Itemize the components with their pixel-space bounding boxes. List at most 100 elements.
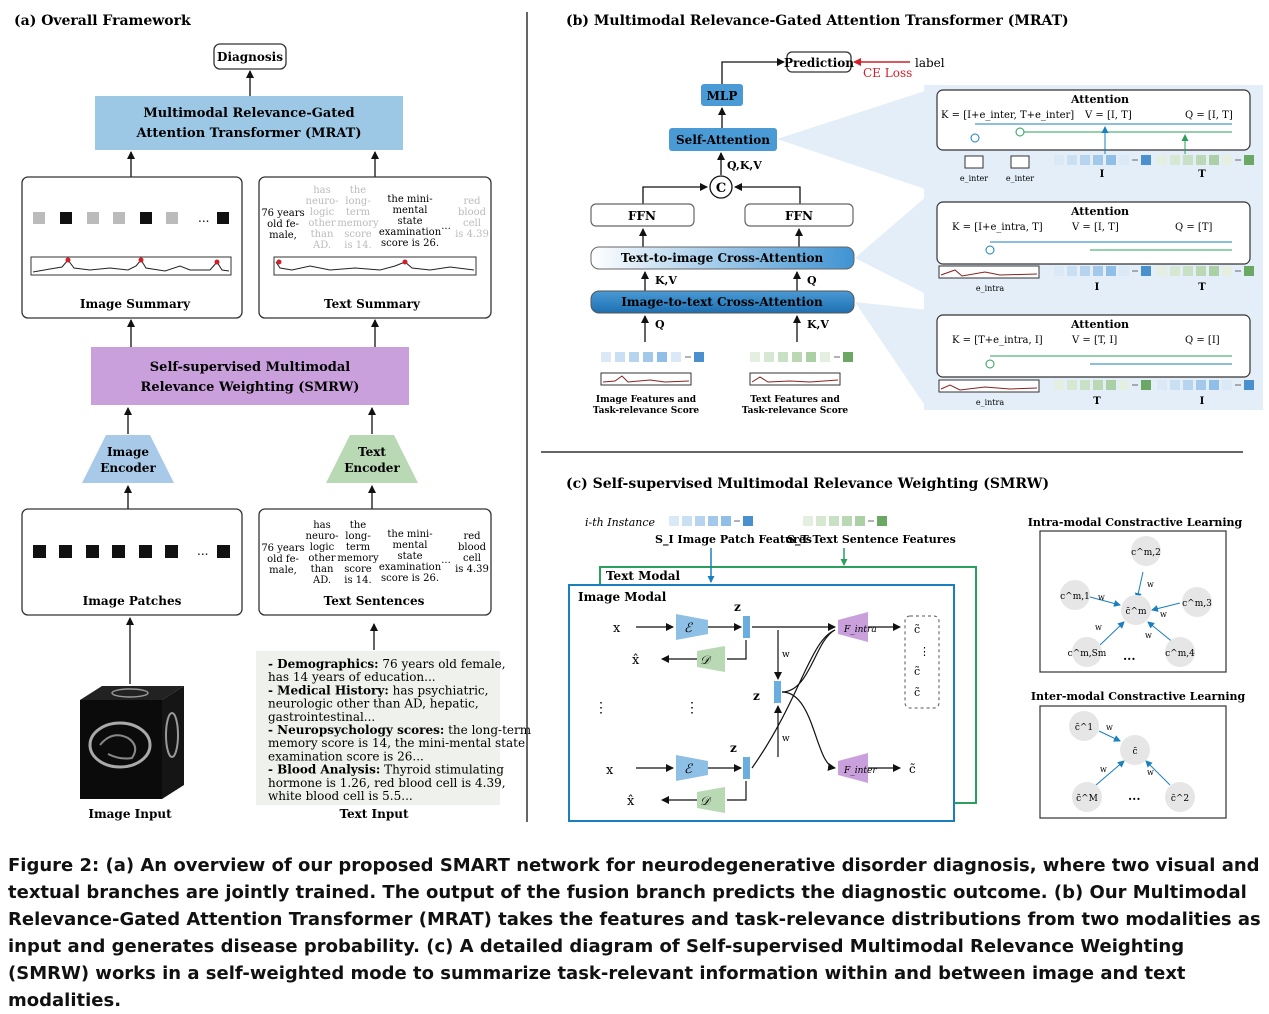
vdots-1: ⋮ [594, 700, 608, 716]
z-to-dec-bot [727, 781, 747, 801]
text-feature-token [843, 352, 853, 362]
i2t-cross-attention-box [590, 290, 855, 314]
attn3-lab1: T [1093, 396, 1101, 407]
c-out-2: c̃ [914, 665, 920, 678]
sum-s3-4: score [344, 229, 372, 240]
text-input-line: - Neuropsychology scores: the long-term [268, 723, 532, 737]
in-s1-2: male, [269, 565, 297, 576]
image-patch-token [669, 516, 679, 526]
attention-box-2-frame [936, 201, 1251, 265]
image-token [1141, 155, 1151, 165]
text-input-line: memory score is 14, the mini-mental stat… [268, 736, 525, 750]
text-score-mini-curve [751, 376, 839, 383]
sum-s4-1: mental [392, 205, 427, 216]
in-s2-5: AD. [312, 575, 331, 586]
attn3-q: Q = [I] [1185, 335, 1220, 346]
ith-instance-label: i-th Instance [585, 516, 656, 529]
image-score-plot [30, 256, 232, 276]
in-s2-2: logic [310, 542, 335, 553]
image-feature-tokens [601, 352, 704, 362]
c-out-3: c̃ [914, 686, 920, 699]
text-token [1209, 155, 1219, 165]
text-feature-token [764, 352, 774, 362]
image-token [1080, 266, 1090, 276]
text-token [1054, 380, 1064, 390]
sum-s5-3: is 4.39 [455, 229, 489, 240]
in-s3-3: memory [337, 553, 379, 564]
ffn-label-2: FFN [785, 209, 813, 223]
text-input-line: neurologic other than AD, hepatic, [268, 697, 479, 711]
graph-node [1131, 536, 1161, 566]
image-feature-token [671, 352, 681, 362]
in-s2-3: other [308, 553, 335, 564]
text-input-line: examination score is 26... [268, 749, 424, 763]
sum-s2-2: logic [310, 207, 335, 218]
text-token [1196, 266, 1206, 276]
attention-box-1-frame [936, 89, 1251, 151]
brain-top-slice [111, 688, 149, 698]
qkv-label: Q,K,V [727, 159, 762, 172]
arrow-ffn2-to-concat [734, 183, 801, 204]
attn1-text-tokens [1157, 155, 1254, 165]
sum-s4-2: state [397, 216, 422, 227]
ffn-box-2 [744, 203, 854, 227]
cube-icon [113, 212, 125, 224]
input-sentences: 76 years old fe- male, has neuro- logic … [261, 520, 489, 586]
cube-icon [86, 545, 99, 558]
graph-node [1165, 782, 1195, 812]
image-feature-token [657, 352, 667, 362]
z-top-token [743, 616, 750, 638]
sum-ellipsis: ... [441, 221, 451, 232]
graph-node [1182, 587, 1212, 617]
attention-fan-3 [855, 302, 928, 410]
intra-ellipsis: ... [1123, 649, 1136, 663]
sum-s4-3: examination [379, 227, 442, 238]
mlp-box [701, 84, 743, 106]
z-bot: z [730, 741, 737, 755]
text-token [1170, 266, 1180, 276]
in-s4-2: state [397, 551, 422, 562]
text-feature-token [778, 352, 788, 362]
f-intra-block [838, 612, 868, 642]
brain-side-slice [165, 712, 179, 758]
mrat-line1: Multimodal Relevance-Gated [143, 106, 354, 121]
vdots-2: ⋮ [685, 700, 699, 716]
w-top: w [782, 650, 790, 660]
text-summary-label: Text Summary [324, 297, 421, 311]
attn3-k: K = [T+e_intra, I] [952, 335, 1043, 346]
label-text: label [915, 56, 945, 70]
cube-icon [217, 212, 229, 224]
in-s5-2: cell [463, 553, 481, 564]
curve-z-bot-to-fintra [751, 629, 836, 769]
intra-w-3: w [1160, 610, 1167, 619]
in-s4-1: mental [392, 540, 427, 551]
xhat-top: x̂ [632, 653, 640, 668]
graph-node-label: c^m,1 [1060, 592, 1090, 602]
text-sentence-token [855, 516, 865, 526]
encoder-top [676, 614, 708, 640]
sum-s3-2: term [346, 207, 371, 218]
graph-node [1060, 580, 1090, 610]
attention-box-3-frame [936, 314, 1251, 378]
smrw-box [91, 347, 409, 405]
mrat-line2: Attention Transformer (MRAT) [135, 126, 361, 141]
graph-node [1120, 735, 1150, 765]
text-feature-token [792, 352, 802, 362]
text-input-line: hormone is 1.26, red blood cell is 4.39, [268, 776, 506, 790]
graph-node-label: c^m,3 [1182, 599, 1212, 609]
prediction-label: Prediction [784, 56, 854, 70]
text-encoder-shape [326, 435, 418, 483]
image-token [1170, 380, 1180, 390]
txt-feat-line1: Text Features and [750, 395, 840, 405]
image-token [1157, 380, 1167, 390]
graph-node [1072, 782, 1102, 812]
text-sentence-token [816, 516, 826, 526]
graph-node [1072, 637, 1102, 667]
attn3-text-tokens [1054, 380, 1151, 390]
text-input-line: white blood cell is 5.5... [268, 789, 413, 803]
inter-edge [1145, 760, 1171, 786]
graph-node [1165, 637, 1195, 667]
z-mid: z [753, 689, 760, 703]
w-bot: w [782, 734, 790, 744]
text-token [1183, 155, 1193, 165]
